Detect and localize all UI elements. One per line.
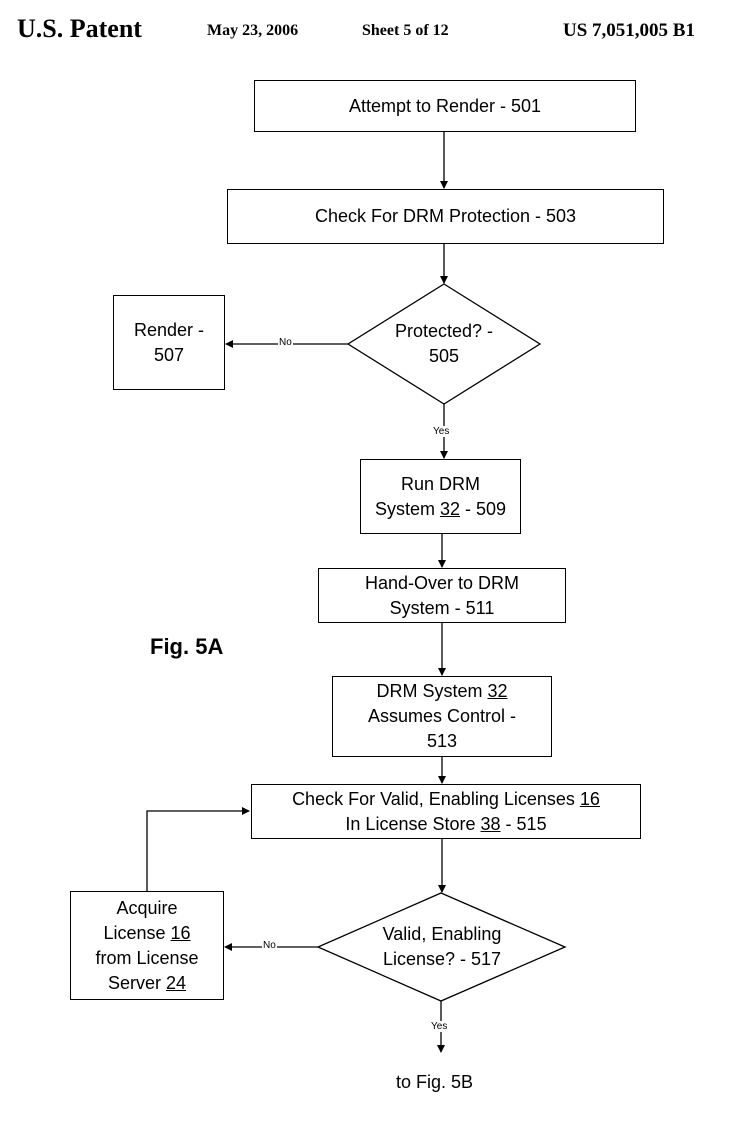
step-507-line2: 507 [153,344,185,365]
step-515-check-licenses: Check For Valid, Enabling Licenses 16 In… [251,784,641,839]
ref-32: 32 [487,681,508,701]
edge-519-515 [146,807,250,891]
step-511-line2: System - 511 [389,597,495,618]
acquire-line3: from License [95,947,199,968]
step-acquire-license: Acquire License 16 from License Server 2… [70,891,224,1000]
ref-32: 32 [439,498,460,519]
step-511-hand-over: Hand-Over to DRM System - 511 [318,568,566,623]
edge-label-505-no: No [278,337,293,348]
acquire-line2: License 16 [103,922,191,943]
decision-505-line1: Protected? - [394,321,494,341]
decision-505-line2: 505 [428,346,460,366]
header-patent-number: US 7,051,005 B1 [563,20,695,41]
header-left: U.S. Patent [17,14,142,43]
step-513-line2: Assumes Control - [367,706,517,726]
edge-label-505-yes: Yes [432,426,451,437]
step-509-line1: Run DRM [400,473,480,494]
ref-24: 24 [166,972,187,993]
figure-label: Fig. 5A [150,634,224,659]
edge-label-517-yes: Yes [430,1021,449,1032]
step-503-label: Check For DRM Protection - 503 [314,206,577,226]
ref-16: 16 [170,922,191,943]
header-date: May 23, 2006 [207,22,299,39]
step-515-line2: In License Store 38 - 515 [345,813,547,834]
step-515-line1: Check For Valid, Enabling Licenses 16 [292,788,600,809]
edge-label-517-no: No [262,940,277,951]
step-513-line3: 513 [426,731,458,751]
step-513-line1: DRM System 32 [376,681,508,701]
step-507-render: Render - 507 [113,295,225,390]
step-503-check-drm: Check For DRM Protection - 503 [227,189,664,244]
ref-16: 16 [579,788,600,809]
decision-517-valid-license: Valid, Enabling License? - 517 [350,915,534,979]
continuation-label: to Fig. 5B [396,1072,474,1092]
step-501-label: Attempt to Render - 501 [348,95,542,116]
step-507-line1: Render - [133,319,205,340]
step-513-drm-assumes-control: DRM System 32 Assumes Control - 513 [332,676,552,757]
decision-505-protected: Protected? - 505 [370,310,518,378]
step-509-line2: System 32 - 509 [374,498,507,519]
header-sheet: Sheet 5 of 12 [362,22,449,39]
acquire-line4: Server 24 [107,972,187,993]
ref-38: 38 [480,813,501,834]
step-501-attempt-to-render: Attempt to Render - 501 [254,80,636,132]
decision-517-line1: Valid, Enabling [382,924,502,944]
step-511-line1: Hand-Over to DRM [364,572,520,593]
step-509-run-drm: Run DRM System 32 - 509 [360,459,521,534]
decision-517-line2: License? - 517 [382,949,502,969]
acquire-line1: Acquire [116,897,178,918]
